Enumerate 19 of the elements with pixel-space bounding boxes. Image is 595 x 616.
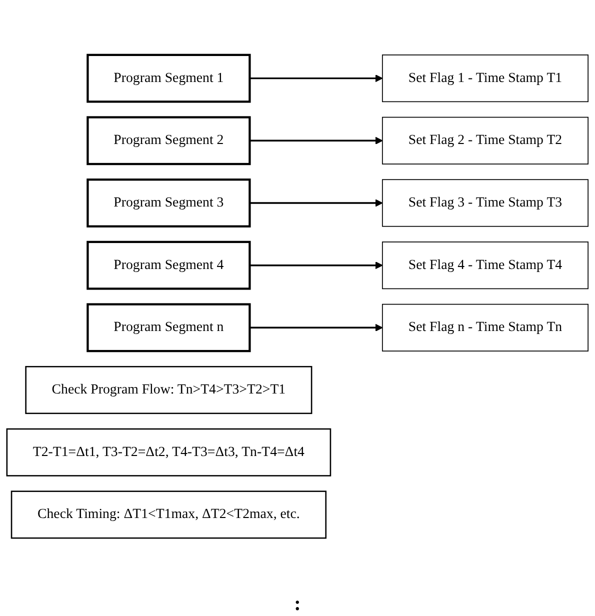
ellipsis-mark: : bbox=[294, 593, 301, 616]
node-box: Set Flag 1 - Time Stamp T1 bbox=[382, 54, 588, 102]
node-box: Check Timing: ΔT1<T1max, ΔT2<T2max, etc. bbox=[10, 490, 327, 539]
node-box: Program Segment n bbox=[86, 303, 251, 352]
arrow bbox=[250, 199, 383, 207]
arrow bbox=[250, 74, 383, 82]
node-box: Set Flag 4 - Time Stamp T4 bbox=[382, 242, 588, 290]
node-box: Program Segment 1 bbox=[86, 54, 251, 103]
node-box: T2-T1=Δt1, T3-T2=Δt2, T4-T3=Δt3, Tn-T4=Δt4 bbox=[6, 428, 332, 476]
node-box: Check Program Flow: Tn>T4>T3>T2>T1 bbox=[25, 366, 312, 414]
node-box: Program Segment 2 bbox=[86, 116, 251, 166]
node-box: Set Flag 3 - Time Stamp T3 bbox=[382, 179, 588, 227]
node-box: Set Flag n - Time Stamp Tn bbox=[382, 304, 588, 352]
node-box: Set Flag 2 - Time Stamp T2 bbox=[382, 116, 588, 164]
node-box: Program Segment 3 bbox=[86, 178, 251, 228]
arrow bbox=[250, 324, 383, 332]
node-box: Program Segment 4 bbox=[86, 240, 251, 290]
arrow bbox=[250, 262, 383, 270]
arrow bbox=[250, 136, 383, 144]
